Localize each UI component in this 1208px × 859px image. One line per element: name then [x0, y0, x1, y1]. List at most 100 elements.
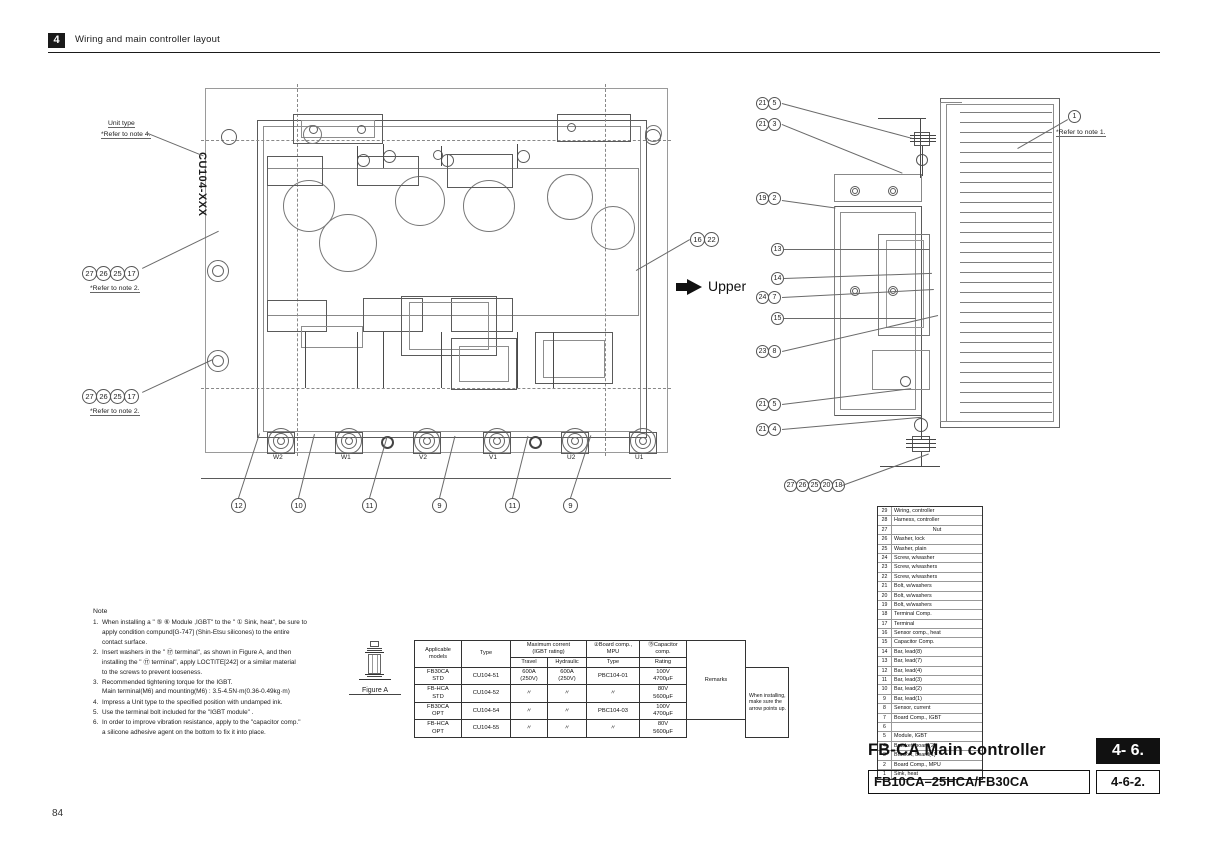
callout-left-upper-note: *Refer to note 2. — [90, 285, 140, 293]
note-number: 2. — [93, 649, 99, 657]
note-line: Recommended tightening torque for the IG… — [102, 678, 233, 686]
note-heading: Note — [93, 608, 108, 615]
terminal-label-u2: U2 — [567, 454, 576, 461]
part-name: Bar, lead(2) — [894, 686, 922, 693]
note-item: 3. Recommended tightening torque for the… — [93, 678, 358, 697]
callout-bubble: 17 — [124, 266, 139, 281]
part-name: Wiring, controller — [894, 508, 935, 514]
part-name: Terminal — [894, 620, 915, 627]
note-text: Insert washers in the " ⑰ terminal", as … — [102, 648, 358, 677]
part-number: 4 — [878, 741, 892, 751]
part-name: Bar, lead(3) — [894, 677, 922, 684]
page-header: 4 Wiring and main controller layout — [48, 33, 1160, 55]
spec-table-row: FB30CA STD CU104-51 600A (250V) 600A (25… — [414, 666, 789, 738]
part-number: 11 — [878, 676, 892, 685]
terminal-label-v2: V2 — [419, 454, 427, 461]
part-name: Board Comp., IGBT — [894, 714, 942, 721]
cell-capacitor-rating: 100V 4700μF — [639, 701, 687, 721]
part-name: Bolt, w/washers — [894, 601, 932, 608]
note-number: 6. — [93, 719, 99, 727]
cell-capacitor-rating: 100V 4700μF — [639, 666, 687, 686]
cell-model: FB-HCA STD — [414, 684, 462, 703]
callout-bubble: 11 — [362, 498, 377, 513]
title-block-subsection: 4-6-2. — [1096, 770, 1160, 794]
callout-bubble: 27 — [82, 266, 97, 281]
part-name: Module, IGBT — [894, 733, 928, 740]
cell-type: CU104-52 — [461, 684, 511, 703]
part-name: Sink, heat — [894, 770, 918, 777]
cell-type: CU104-51 — [461, 666, 511, 686]
callout-bubble: 22 — [704, 232, 719, 247]
callout-bubble: 12 — [231, 498, 246, 513]
title-block-models: FB10CA–25HCA/FB30CA — [868, 770, 1090, 794]
callout-23-8: 23 8 — [756, 345, 781, 358]
callout-bubble: 26 — [96, 389, 111, 404]
part-number: 13 — [878, 657, 892, 666]
cell-hydraulic: 〃 — [547, 719, 587, 738]
part-number: 17 — [878, 619, 892, 629]
note-line: Impress a Unit type to the specified pos… — [102, 698, 283, 706]
chapter-number: 4 — [48, 33, 65, 48]
part-number: 10 — [878, 685, 892, 694]
part-number: 20 — [878, 591, 892, 600]
callout-bubble: 4 — [768, 423, 781, 436]
part-number: 15 — [878, 638, 892, 647]
callout-bubble: 11 — [505, 498, 520, 513]
callout-bubble: 5 — [768, 97, 781, 110]
callout-bubble: 5 — [768, 398, 781, 411]
terminal-label-u1: U1 — [635, 454, 644, 461]
cell-capacitor-rating: 80V 5600μF — [639, 719, 687, 738]
part-name: Bracket, board(1) — [894, 752, 936, 759]
note-line: apply condition compund[G-747] (Shin-Ets… — [102, 629, 290, 637]
cell-board-type: PBC104-03 — [586, 701, 640, 721]
callout-21-5-top: 21 5 — [756, 97, 781, 110]
part-number: 23 — [878, 563, 892, 572]
part-name: Bar, lead(7) — [894, 658, 922, 665]
part-number: 22 — [878, 572, 892, 582]
part-number: 29 — [878, 507, 892, 516]
note-line: installing the " ⑰ terminal", apply LOCT… — [102, 658, 296, 666]
part-number: 21 — [878, 582, 892, 591]
title-block-main-title: FB-CA Main controller — [868, 741, 1046, 759]
part-name: Washer, lock — [894, 536, 925, 543]
title-block-row-2: FB10CA–25HCA/FB30CA 4-6-2. — [868, 770, 1160, 794]
callout-bubble: 25 — [110, 266, 125, 281]
callout-13: 13 — [771, 243, 784, 256]
figure-a-drawing — [349, 639, 401, 685]
part-number: 26 — [878, 535, 892, 544]
part-number: 16 — [878, 629, 892, 638]
figure-a: Figure A — [349, 639, 401, 695]
note-line: contact surface. — [102, 638, 148, 646]
cell-travel: 〃 — [510, 701, 548, 721]
note-line: a silicone adhesive agent on the bottom … — [102, 728, 266, 736]
part-name: Bolt, w/washers — [894, 583, 932, 590]
note-item: 5. Use the terminal bolt included for th… — [93, 708, 358, 718]
figure-a-caption: Figure A — [349, 687, 401, 695]
note-line: When installing a " ⑤ ⑥ Module ,IGBT" to… — [102, 619, 307, 627]
callout-bubble: 8 — [768, 345, 781, 358]
part-name: Bar, lead(4) — [894, 667, 922, 674]
cell-board-type: 〃 — [586, 719, 640, 738]
callout-bubble: 18 — [832, 479, 845, 492]
cell-travel: 600A (250V) — [510, 666, 548, 686]
part-number: 2 — [878, 760, 892, 769]
callout-bubble: 15 — [771, 312, 784, 325]
header-type: Type — [461, 640, 511, 668]
callout-bubble: 16 — [690, 232, 705, 247]
callout-left-upper: 27 26 25 17 — [82, 266, 139, 281]
